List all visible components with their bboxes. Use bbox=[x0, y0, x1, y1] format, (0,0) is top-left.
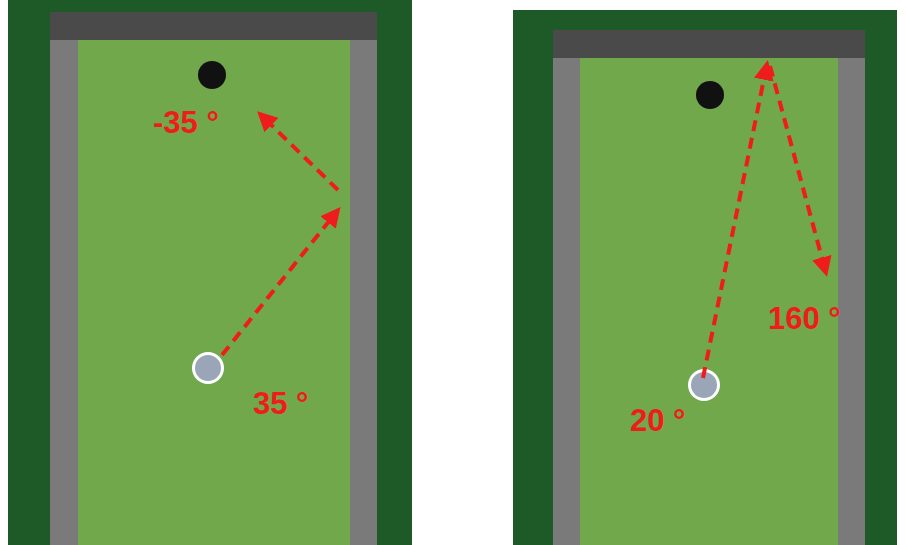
angle-label: -35 ° bbox=[153, 107, 219, 138]
angle-label: 35 ° bbox=[253, 388, 309, 419]
angle-label: 20 ° bbox=[630, 405, 686, 436]
left-course bbox=[8, 0, 412, 545]
angle-label: 160 ° bbox=[768, 303, 841, 334]
right-course bbox=[513, 10, 897, 545]
